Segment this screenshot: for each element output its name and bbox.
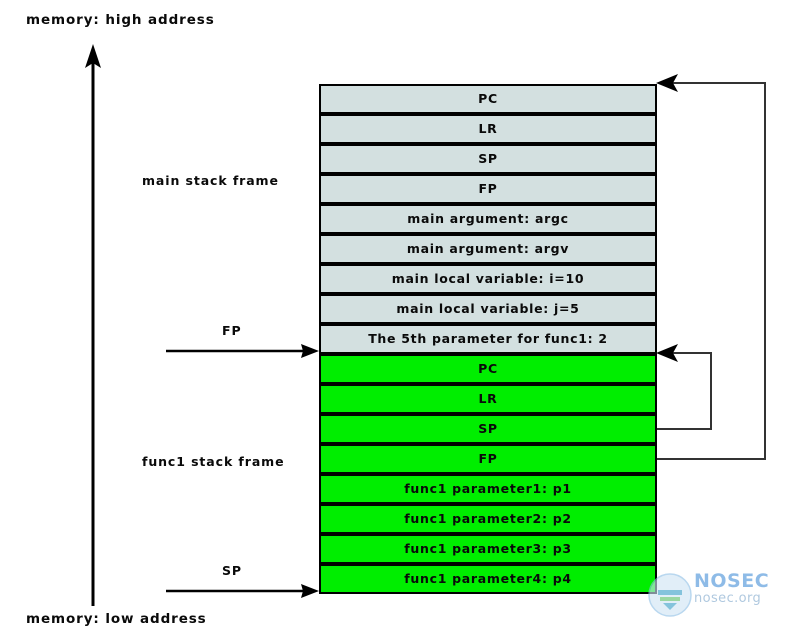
watermark-subtitle: nosec.org: [694, 591, 762, 606]
stack-row: func1 parameter4: p4: [319, 564, 657, 594]
stack-row: main argument: argv: [319, 234, 657, 264]
memory-low-address-label: memory: low address: [26, 611, 207, 627]
memory-high-address-label: memory: high address: [26, 12, 215, 28]
connector-func1-sp-to-func1-frame: [656, 344, 712, 430]
stack-row: PC: [319, 354, 657, 384]
stack-row: SP: [319, 144, 657, 174]
connector-func1-fp-to-main-frame: [656, 74, 766, 460]
fp-pointer-arrow-icon: [166, 344, 319, 358]
stack-row: PC: [319, 84, 657, 114]
func1-stack-frame-label: func1 stack frame: [142, 454, 285, 469]
stack-row: LR: [319, 114, 657, 144]
stack-row: main local variable: i=10: [319, 264, 657, 294]
main-stack-frame-label: main stack frame: [142, 173, 279, 188]
stack-row: main local variable: j=5: [319, 294, 657, 324]
stack-row: FP: [319, 444, 657, 474]
stack-row: FP: [319, 174, 657, 204]
stack-row: func1 parameter2: p2: [319, 504, 657, 534]
stack-row: func1 parameter1: p1: [319, 474, 657, 504]
nosec-logo-icon: [648, 573, 692, 617]
stack-row: SP: [319, 414, 657, 444]
stack-row: func1 parameter3: p3: [319, 534, 657, 564]
nosec-watermark: NOSEC nosec.org: [648, 569, 788, 629]
memory-axis-arrow-icon: [85, 44, 101, 606]
sp-pointer-arrow-icon: [166, 584, 319, 598]
stack-row: LR: [319, 384, 657, 414]
stack-row: The 5th parameter for func1: 2: [319, 324, 657, 354]
watermark-title: NOSEC: [694, 570, 770, 592]
fp-pointer-label: FP: [222, 323, 242, 338]
stack-row: main argument: argc: [319, 204, 657, 234]
sp-pointer-label: SP: [222, 563, 242, 578]
